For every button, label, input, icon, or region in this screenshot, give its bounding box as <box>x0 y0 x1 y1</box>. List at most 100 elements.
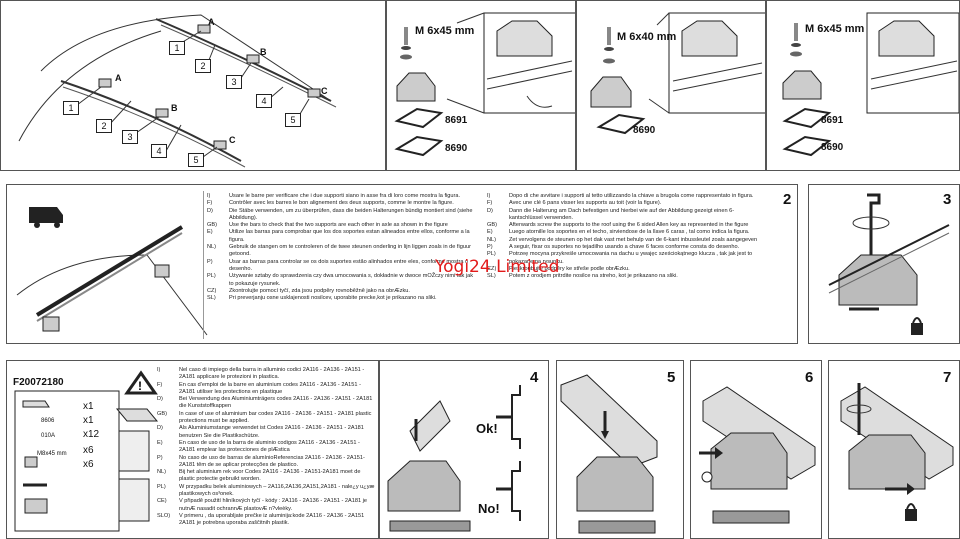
no-label: No! <box>478 501 500 516</box>
mount-a-top: A <box>208 17 215 27</box>
variant-a-pad-1: 8691 <box>445 115 468 126</box>
text-row: P)Usar as barras para controlar se os do… <box>207 258 469 272</box>
mount-c-top: C <box>321 86 328 96</box>
callout-5b: 5 <box>188 153 204 167</box>
text-row: PL)W przypadku belek aluminiowych – 2A11… <box>157 483 375 498</box>
roof-overview-drawing <box>18 14 337 168</box>
text-row: D)Dann die Halterung am Dach befestigen … <box>487 207 735 221</box>
step-number-4: 4 <box>530 369 539 386</box>
text-row: GB)Use the bars to check that the two su… <box>207 222 448 229</box>
variant-a-panel: 1 A M 6x45 mm 8691 8690 <box>386 0 576 171</box>
callout-1b: 1 <box>63 101 79 115</box>
text-row: GB)Afterwards screw the supports to the … <box>487 222 749 229</box>
text-row: I)Dopo di che avvitare i supporti al tet… <box>487 193 754 199</box>
mount-b-bottom: B <box>171 103 178 113</box>
plastic-protection-text: I)Nel caso di impiego della barra in all… <box>157 367 377 528</box>
allen-key-icon <box>867 193 881 255</box>
warning-icon <box>124 370 158 395</box>
text-row: P)A seguir, fixar os suportes no tejadil… <box>487 244 740 251</box>
variant-c-bolt: M 6x45 mm <box>805 23 865 35</box>
variant-b-drawing <box>590 12 765 135</box>
variant-c-panel: C M 6x45 mm 8691 8690 <box>766 0 960 171</box>
text-row: E)Utilize las barras para comprobar que … <box>207 229 470 243</box>
step-number-2: 2 <box>783 191 792 208</box>
variant-c-pad-2: 8690 <box>821 142 844 153</box>
callout-5a: 5 <box>285 113 301 127</box>
step-number-3: 3 <box>943 191 952 208</box>
part-id: M8x45 mm <box>37 451 67 457</box>
part-id: 010A <box>41 433 56 439</box>
text-row: D)Bei Verwendung des Aluminiumträgers co… <box>157 396 373 410</box>
variant-b-bolt: M 6x40 mm <box>617 31 677 43</box>
lock-icon <box>905 509 917 521</box>
variant-c-drawing <box>782 12 959 157</box>
watermark: Yogi24 Limited <box>435 257 560 277</box>
lock-icon <box>911 323 923 335</box>
part-qty: x1 <box>83 415 94 426</box>
text-row: P)No caso de uso de barras de alumínioRe… <box>157 454 365 468</box>
part-id: 8606 <box>41 418 55 424</box>
step-5-drawing <box>560 374 658 534</box>
text-row: PL)Potrzeę mocyna przykreśle umocowania … <box>487 251 753 265</box>
callout-2a: 2 <box>195 59 211 73</box>
van-icon <box>29 207 63 223</box>
text-row: CE)V připadě použití hliníkových tyčí - … <box>157 498 368 512</box>
variant-a-pad-2: 8690 <box>445 143 468 154</box>
text-row: SL)Pri preverjanju osne usklajenosti nos… <box>207 295 437 302</box>
step-7-panel: 7 <box>828 360 960 539</box>
text-row: NL)Zet vervolgens de steunen op het dak … <box>487 236 758 243</box>
text-row: SL)Potem z orodjem pritrdite nosilce na … <box>487 273 678 280</box>
step-3-panel: 3 <box>808 184 960 344</box>
step-number-6: 6 <box>805 369 814 386</box>
text-row: E)Luego atornille los soportes en el tec… <box>487 229 750 236</box>
text-row: F)En cas d'emploi de la barre en alumini… <box>157 381 361 395</box>
text-row: CZ)Zkontrolujte pomocí tyčí, zda jsou po… <box>207 287 410 294</box>
text-row: PL)Używanie sztaby do sprawdzenia czy dw… <box>207 273 474 287</box>
text-row: NL)Gebruik de stangen om te controleren … <box>207 244 471 258</box>
text-row: CZ)Pieškroubujte podpěry ke střeše podle… <box>487 265 630 272</box>
part-qty: x12 <box>83 429 100 440</box>
text-row: D)Als Aluminiumstange verwendet ist Code… <box>157 425 364 439</box>
callout-4b: 4 <box>151 144 167 158</box>
callout-1a: 1 <box>169 41 185 55</box>
text-row: I)Usare le barre per verificare che i du… <box>207 193 461 199</box>
alignment-panel: I)Usare le barre per verificare che i du… <box>6 184 798 344</box>
step-number-5: 5 <box>667 369 676 386</box>
product-code: F20072180 <box>13 377 64 388</box>
parts-drawing: ! <box>14 370 159 532</box>
middle-divider <box>203 191 204 339</box>
mount-a-bottom: A <box>115 73 122 83</box>
mount-c-bottom: C <box>229 135 236 145</box>
step-number-7: 7 <box>943 369 952 386</box>
part-qty: x6 <box>83 445 94 456</box>
parts-panel: F20072180 ! x1 8606 x1 010A x12 M8x45 mm… <box>6 360 379 539</box>
step-3-drawing <box>828 193 950 335</box>
text-row: SLO)V primeru , da uporabljate prečke iz… <box>157 512 365 527</box>
text-row: D)Die Stäbe verwenden, um zu überprüfen,… <box>207 207 473 221</box>
variant-c-pad-1: 8691 <box>821 115 844 126</box>
step-4-panel: 4 Ok! No! <box>379 360 549 539</box>
roof-overview-panel: 1 2 3 4 5 1 2 3 4 5 A B C A B C <box>0 0 386 171</box>
step-7-drawing <box>840 383 954 521</box>
mount-b-top: B <box>260 47 267 57</box>
step-6-panel: 6 <box>690 360 822 539</box>
step-6-drawing <box>699 386 816 524</box>
variant-b-pad-1: 8690 <box>633 125 656 136</box>
text-row: GB)In case of use of aluminium bar codes… <box>157 410 372 425</box>
part-qty-top: x1 <box>83 401 94 412</box>
variant-a-bolt: M 6x45 mm <box>415 25 475 37</box>
alignment-drawing <box>16 207 208 336</box>
part-qty: x6 <box>83 459 94 470</box>
ok-label: Ok! <box>476 421 498 436</box>
callout-3a: 3 <box>226 75 242 89</box>
alignment-text-right: I)Dopo di che avvitare i supporti al tet… <box>487 193 762 281</box>
text-row: E)En caso de uso de la barra de aluminio… <box>157 439 360 454</box>
variant-a-drawing <box>394 12 575 157</box>
callout-2b: 2 <box>96 119 112 133</box>
callout-3b: 3 <box>122 130 138 144</box>
variant-b-panel: B M 6x40 mm 8690 <box>576 0 766 171</box>
step-4-drawing <box>387 385 521 532</box>
svg-text:!: ! <box>138 379 142 393</box>
text-row: F)Avec une clé 6 pans visser les support… <box>487 200 662 207</box>
step-5-panel: 5 <box>556 360 684 539</box>
